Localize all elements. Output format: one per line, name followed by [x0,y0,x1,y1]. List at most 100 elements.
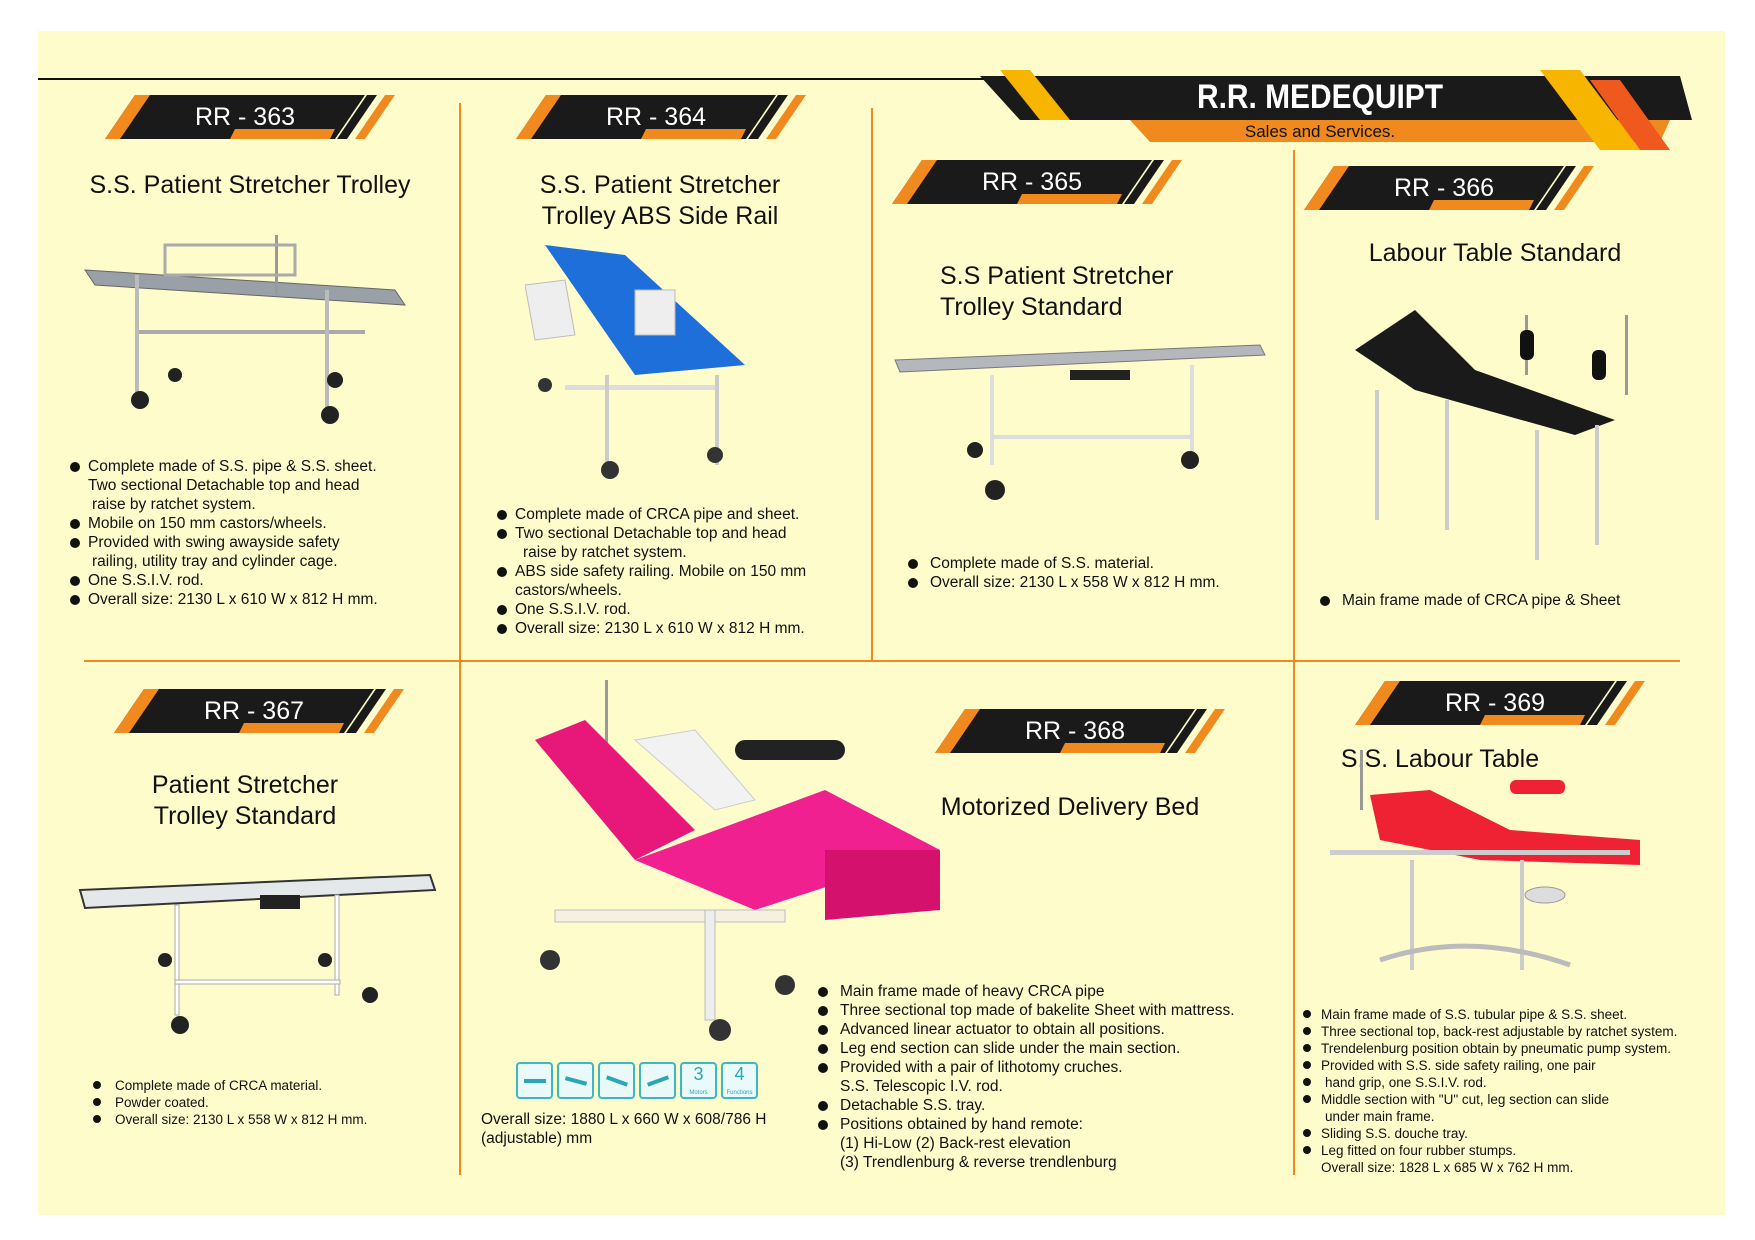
product-code: RR - 363 [194,103,296,131]
divider [459,662,461,1175]
feature-item: castors/wheels. [515,582,622,599]
feature-item: Trendelenburg position obtain by pneumat… [1303,1040,1723,1057]
divider [871,108,873,660]
product-image-ss-labour-table [1330,750,1640,970]
feature-item: S.S. Telescopic I.V. rod. [840,1078,1003,1095]
divider [1293,150,1295,660]
brand-tagline: Sales and Services. [1244,122,1396,141]
feature-item: Leg fitted on four rubber stumps. [1303,1142,1723,1159]
feature-item: Sliding S.S. douche tray. [1303,1125,1723,1142]
functions-label: Functions [726,1090,753,1096]
feature-item: Advanced linear actuator to obtain all p… [818,1020,1288,1039]
trendelenburg-icon [598,1062,635,1099]
product-code-badge: RR - 366 [1304,166,1604,212]
feature-item: railing, utility tray and cylinder cage. [92,553,338,570]
feature-item: Leg end section can slide under the main… [818,1039,1288,1058]
product-code: RR - 364 [605,103,707,131]
product-image-stretcher-standard [894,344,1266,500]
feature-list: Complete made of CRCA material. Powder c… [93,1077,443,1128]
feature-item: Complete made of S.S. material. [908,554,1288,573]
product-image-patient-stretcher-standard [78,873,437,1034]
feature-item: Positions obtained by hand remote: [818,1115,1288,1134]
feature-item: raise by ratchet system. [523,544,687,561]
feature-item: Provided with a pair of lithotomy cruche… [818,1058,1288,1077]
product-code-badge: RR - 365 [892,160,1192,206]
product-title: S.S. Patient Stretcher Trolley [89,171,411,199]
feature-item: One S.S.I.V. rod. [497,600,867,619]
functions-count: 4 [734,1064,745,1084]
feature-list: Complete made of CRCA pipe and sheet. Tw… [497,505,867,638]
flat-position-icon [516,1062,553,1099]
feature-item: Provided with S.S. side safety railing, … [1303,1057,1723,1074]
feature-item: Main frame made of CRCA pipe & Sheet [1320,591,1700,610]
feature-item: One S.S.I.V. rod. [70,571,450,590]
product-title: Patient Stretcher Trolley Standard [151,771,339,830]
product-image-abs-side-rail-trolley [525,245,745,479]
top-rule [38,78,998,80]
feature-item: under main frame. [1325,1109,1435,1124]
feature-list: Complete made of S.S. pipe & S.S. sheet.… [70,457,450,609]
feature-item: (3) Trendlenburg & reverse trendlenburg [840,1154,1117,1171]
product-code: RR - 366 [1393,174,1495,202]
feature-list: Main frame made of S.S. tubular pipe & S… [1303,1006,1723,1176]
motors-count: 3 [693,1064,704,1084]
feature-list: Main frame made of heavy CRCA pipe Three… [818,982,1288,1172]
brand-name: R.R. MEDEQUIPT [1196,78,1444,116]
product-code-badge: RR - 367 [114,689,414,735]
feature-item: Powder coated. [93,1094,443,1111]
brand-banner: R.R. MEDEQUIPT Sales and Services. [980,70,1700,160]
feature-item: Complete made of CRCA material. [93,1077,443,1094]
product-code-badge: RR - 368 [935,709,1235,755]
feature-item: hand grip, one S.S.I.V. rod. [1303,1074,1723,1091]
feature-item: Three sectional top, back-rest adjustabl… [1303,1023,1723,1040]
reverse-trendelenburg-icon [639,1062,676,1099]
feature-item: raise by ratchet system. [92,496,256,513]
feature-item: Two sectional Detachable top and head [88,477,360,494]
product-code: RR - 368 [1024,717,1126,745]
feature-item: ABS side safety railing. Mobile on 150 m… [497,562,867,581]
product-title: S.S Patient Stretcher Trolley Standard [940,262,1174,321]
product-code: RR - 367 [203,697,305,725]
product-code-badge: RR - 363 [105,95,405,141]
feature-item: Overall size: 2130 L x 558 W x 812 H mm. [93,1111,443,1128]
feature-item: Two sectional Detachable top and head [497,524,867,543]
banner-graphic [980,70,1692,150]
feature-list: Complete made of S.S. material. Overall … [908,554,1288,592]
feature-item: Overall size: 2130 L x 610 W x 812 H mm. [70,590,450,609]
feature-item: Complete made of S.S. pipe & S.S. sheet. [70,457,450,476]
feature-item: Complete made of CRCA pipe and sheet. [497,505,867,524]
overall-size: Overall size: 1880 L x 660 W x 608/786 H… [481,1111,767,1147]
product-image-motorized-delivery-bed [535,680,940,1041]
product-title: S.S. Labour Table [1340,745,1540,773]
feature-item: Overall size: 1828 L x 685 W x 762 H mm. [1321,1160,1574,1175]
feature-item: Detachable S.S. tray. [818,1096,1288,1115]
product-title: Labour Table Standard [1368,239,1622,267]
feature-item: Three sectional top made of bakelite She… [818,1001,1288,1020]
product-code: RR - 365 [981,168,1083,196]
feature-item: Provided with swing awayside safety [70,533,450,552]
product-code: RR - 369 [1444,689,1546,717]
motors-label: Motors [689,1090,708,1096]
backrest-position-icon [557,1062,594,1099]
product-title: Motorized Delivery Bed [940,793,1200,821]
divider [1293,662,1295,1175]
feature-item: Overall size: 2130 L x 558 W x 812 H mm. [908,573,1288,592]
feature-item: Overall size: 2130 L x 610 W x 812 H mm. [497,619,867,638]
brochure-background [38,31,1725,1215]
product-image-labour-table [1355,310,1628,560]
divider [459,103,461,660]
feature-item: (1) Hi-Low (2) Back-rest elevation [840,1135,1071,1152]
feature-list: Main frame made of CRCA pipe & Sheet [1320,591,1700,610]
product-title: S.S. Patient Stretcher Trolley ABS Side … [539,171,781,230]
feature-item: Mobile on 150 mm castors/wheels. [70,514,450,533]
product-code-badge: RR - 369 [1355,681,1655,727]
feature-item: Main frame made of S.S. tubular pipe & S… [1303,1006,1723,1023]
product-image-stretcher-trolley [84,235,406,424]
product-code-badge: RR - 364 [516,95,816,141]
feature-item: Main frame made of heavy CRCA pipe [818,982,1288,1001]
feature-item: Middle section with "U" cut, leg section… [1303,1091,1723,1108]
divider [84,660,1680,662]
